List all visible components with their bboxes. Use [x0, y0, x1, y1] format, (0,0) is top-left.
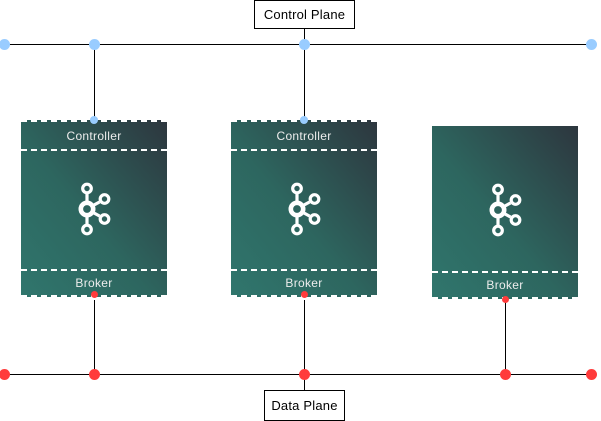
kafka-logo-icon: [73, 178, 113, 240]
broker-label: Broker: [486, 278, 524, 292]
control-bus-tap-dot: [88, 38, 100, 50]
kafka-logo-icon: [283, 178, 323, 240]
data-plane-bus-line: [4, 374, 591, 375]
control-bus-endpoint-dot: [0, 38, 10, 50]
node-control-anchor-dot: [90, 116, 98, 124]
controller-label: Controller: [276, 128, 332, 143]
control-plane-bus-line: [4, 44, 591, 45]
control-drop-line-node-1: [94, 44, 95, 120]
data-bus-endpoint-dot: [0, 368, 10, 380]
data-bus-endpoint-dot: [585, 368, 597, 380]
kafka-node-2: Controller Broker: [228, 116, 380, 300]
control-bus-endpoint-dot: [585, 38, 597, 50]
broker-label: Broker: [75, 276, 113, 290]
kafka-logo-icon: [484, 179, 524, 241]
node-data-anchor-dot: [300, 290, 308, 298]
broker-label: Broker: [285, 276, 323, 290]
controller-label: Controller: [66, 128, 122, 143]
node-control-anchor-dot: [300, 116, 308, 124]
controller-section: Controller: [231, 120, 377, 151]
data-bus-tap-dot: [88, 368, 100, 380]
data-riser-line-node-2: [304, 300, 305, 374]
data-plane-label: Data Plane: [264, 390, 345, 421]
controller-section: Controller: [21, 120, 167, 151]
data-bus-tap-dot: [298, 368, 310, 380]
control-plane-trunk-line: [304, 29, 305, 44]
kafka-node-3: Broker: [429, 123, 581, 303]
data-riser-line-node-1: [94, 300, 95, 374]
node-data-anchor-dot: [90, 290, 98, 298]
broker-section: Broker: [432, 271, 578, 299]
control-plane-label: Control Plane: [254, 0, 355, 29]
node-data-anchor-dot: [501, 295, 509, 303]
data-plane-label-text: Data Plane: [271, 398, 338, 413]
control-drop-line-node-2: [304, 44, 305, 120]
data-riser-line-node-3: [505, 302, 506, 374]
kafka-node-1: Controller Broker: [18, 116, 170, 300]
data-bus-tap-dot: [499, 368, 511, 380]
data-plane-trunk-line: [304, 374, 305, 390]
control-plane-label-text: Control Plane: [263, 7, 346, 22]
control-bus-tap-dot: [298, 38, 310, 50]
